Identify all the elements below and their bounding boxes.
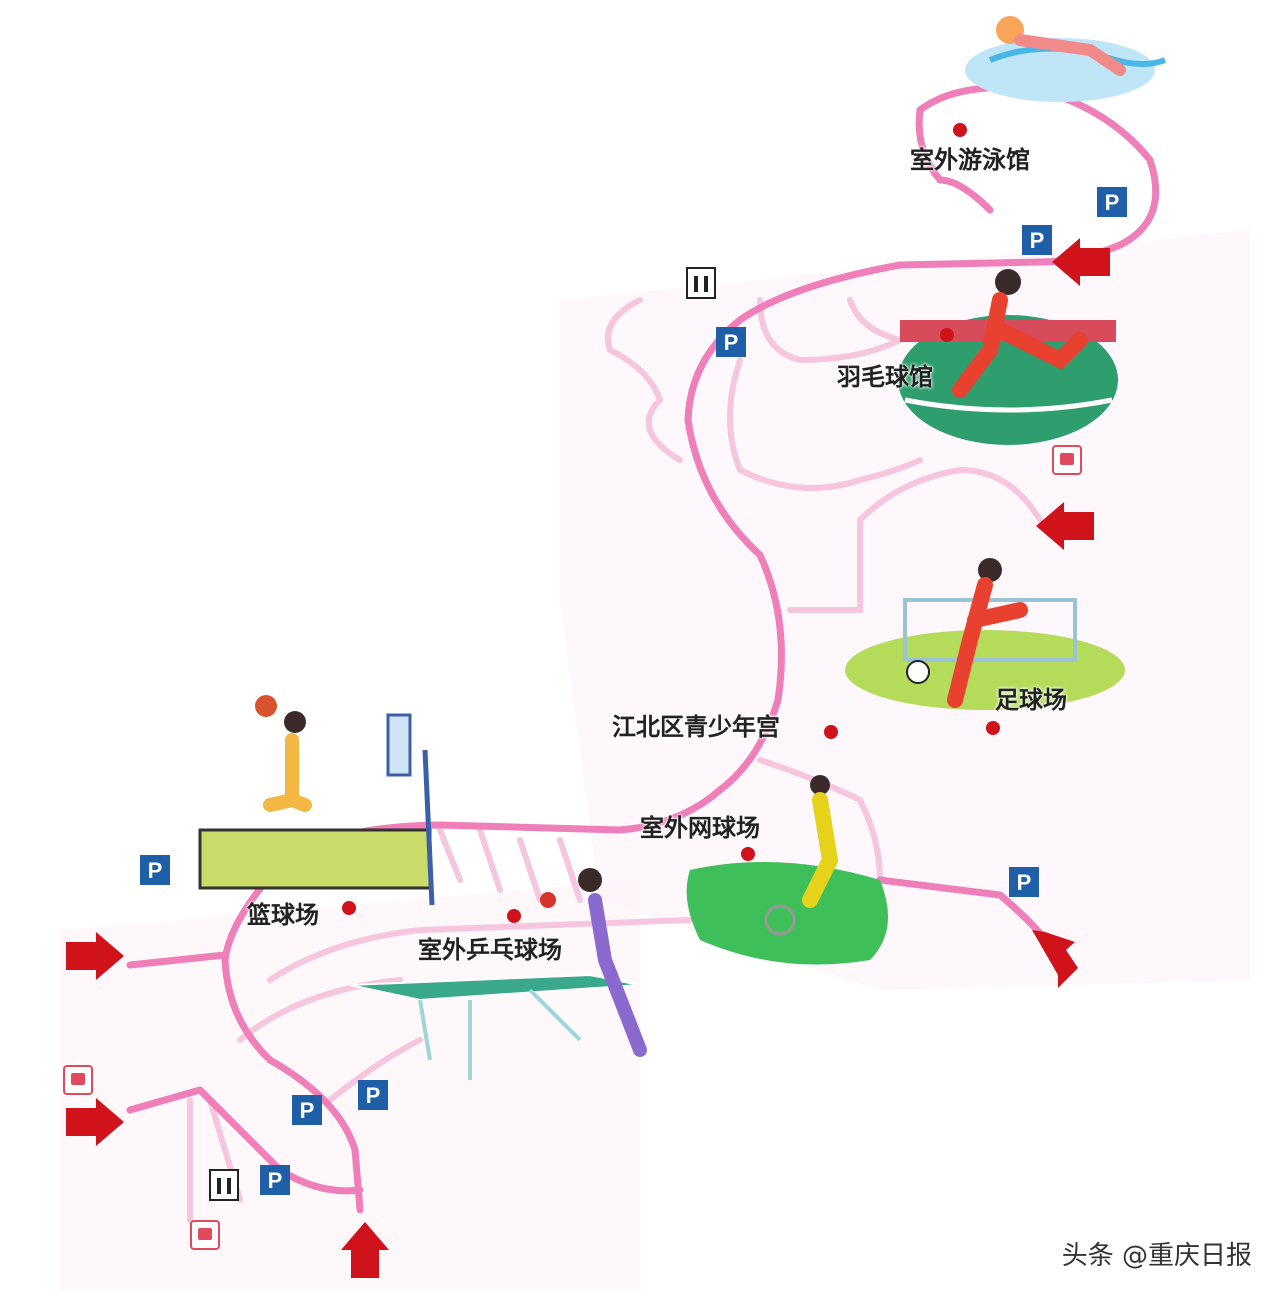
location-dots xyxy=(342,123,1000,923)
basketball-illustration xyxy=(198,695,435,906)
bus-stop-icons xyxy=(63,445,1082,1250)
parking-icons: P P P P P P P P xyxy=(140,187,1127,1195)
entrance-arrow-icon xyxy=(1032,930,1078,988)
entrance-arrow-icon xyxy=(1052,238,1110,286)
entrance-arrow-icon xyxy=(341,1222,389,1278)
svg-text:P: P xyxy=(1105,190,1120,215)
pool-illustration xyxy=(965,16,1167,102)
bus-stop-icon xyxy=(63,1065,93,1095)
parking-icon: P xyxy=(358,1080,388,1110)
entrance-arrow-icons xyxy=(66,238,1110,1278)
entrance-arrow-icon xyxy=(66,1098,124,1146)
location-dot-icon xyxy=(824,725,838,739)
location-dot-icon xyxy=(986,721,1000,735)
parking-icon: P xyxy=(260,1165,290,1195)
bus-stop-icon xyxy=(190,1220,220,1250)
venue-label-badminton: 羽毛球馆 xyxy=(837,363,933,391)
location-dot-icon xyxy=(953,123,967,137)
location-dot-icon xyxy=(741,847,755,861)
venue-label-pingpong: 室外乒乓球场 xyxy=(418,936,562,964)
entrance-arrow-icon xyxy=(66,932,124,980)
svg-text:P: P xyxy=(724,330,739,355)
watermark: 头条 @重庆日报 xyxy=(1061,1241,1252,1271)
svg-text:P: P xyxy=(148,858,163,883)
location-dot-icon xyxy=(507,909,521,923)
bus-stop-icon xyxy=(1052,445,1082,475)
location-dot-icon xyxy=(940,328,954,342)
parking-icon: P xyxy=(1097,187,1127,217)
svg-text:P: P xyxy=(366,1083,381,1108)
parking-icon: P xyxy=(1022,225,1052,255)
toilet-icon xyxy=(209,1169,239,1201)
venue-label-youth-palace: 江北区青少年宫 xyxy=(612,713,780,741)
tennis-illustration xyxy=(686,775,888,965)
venue-label-pool: 室外游泳馆 xyxy=(910,146,1030,174)
pingpong-illustration xyxy=(349,868,647,1080)
venue-label-tennis: 室外网球场 xyxy=(640,814,760,842)
svg-text:P: P xyxy=(1030,228,1045,253)
football-illustration xyxy=(845,558,1125,710)
venue-label-football: 足球场 xyxy=(995,686,1067,714)
parking-icon: P xyxy=(716,327,746,357)
entrance-arrow-icon xyxy=(1036,502,1094,550)
venue-label-basketball: 篮球场 xyxy=(247,901,319,929)
svg-text:P: P xyxy=(268,1168,283,1193)
badminton-illustration xyxy=(898,269,1118,445)
parking-icon: P xyxy=(292,1095,322,1125)
location-dot-icon xyxy=(342,901,356,915)
svg-text:P: P xyxy=(300,1098,315,1123)
svg-text:P: P xyxy=(1017,870,1032,895)
parking-icon: P xyxy=(1009,867,1039,897)
parking-icon: P xyxy=(140,855,170,885)
toilet-icon xyxy=(686,267,716,299)
toilet-icons xyxy=(209,267,716,1201)
